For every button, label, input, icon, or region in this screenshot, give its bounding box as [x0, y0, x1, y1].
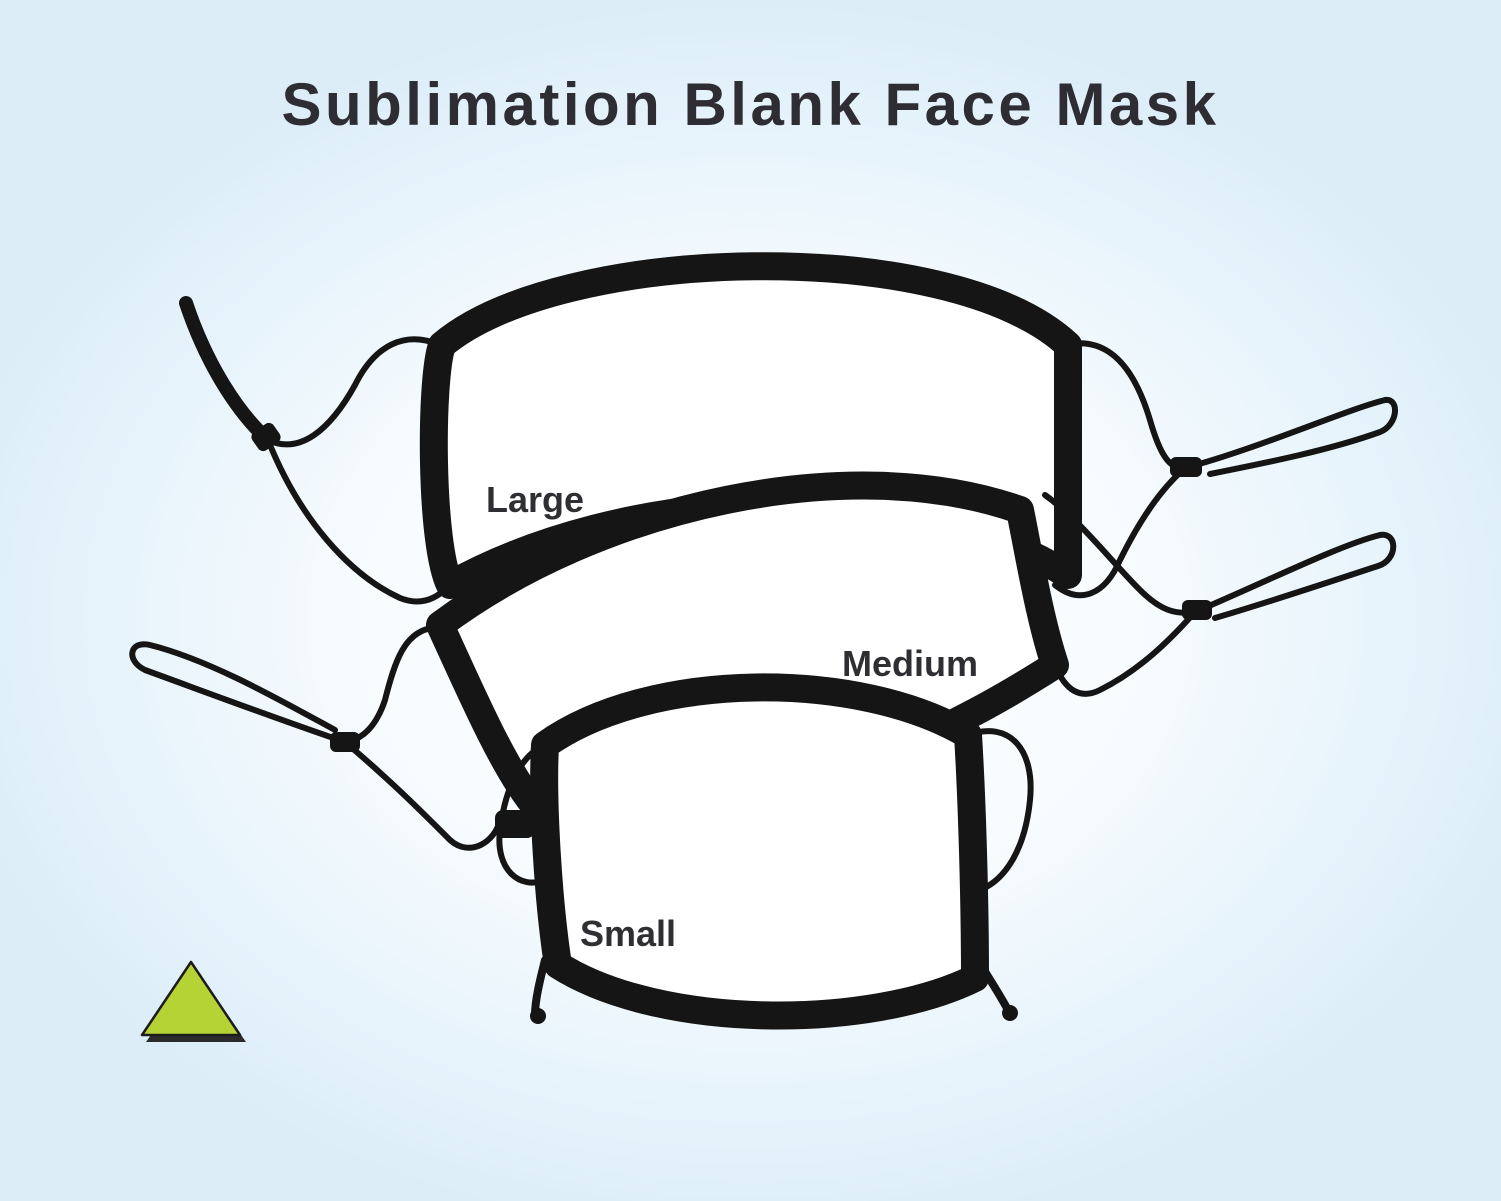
small-left-tip	[530, 1008, 546, 1024]
small-left-stopper	[495, 810, 535, 838]
large-left-stopper	[251, 422, 281, 452]
medium-right-stopper	[1182, 600, 1212, 620]
size-label-large: Large	[486, 479, 584, 520]
small-mask	[495, 673, 1034, 1030]
triangle-logo-icon	[140, 960, 246, 1042]
size-label-medium: Medium	[842, 643, 978, 684]
size-label-small: Small	[580, 913, 676, 954]
small-right-tip	[1002, 1005, 1018, 1021]
medium-left-stopper	[330, 732, 360, 752]
page-title: Sublimation Blank Face Mask	[281, 71, 1220, 138]
large-right-stopper	[1170, 457, 1202, 477]
